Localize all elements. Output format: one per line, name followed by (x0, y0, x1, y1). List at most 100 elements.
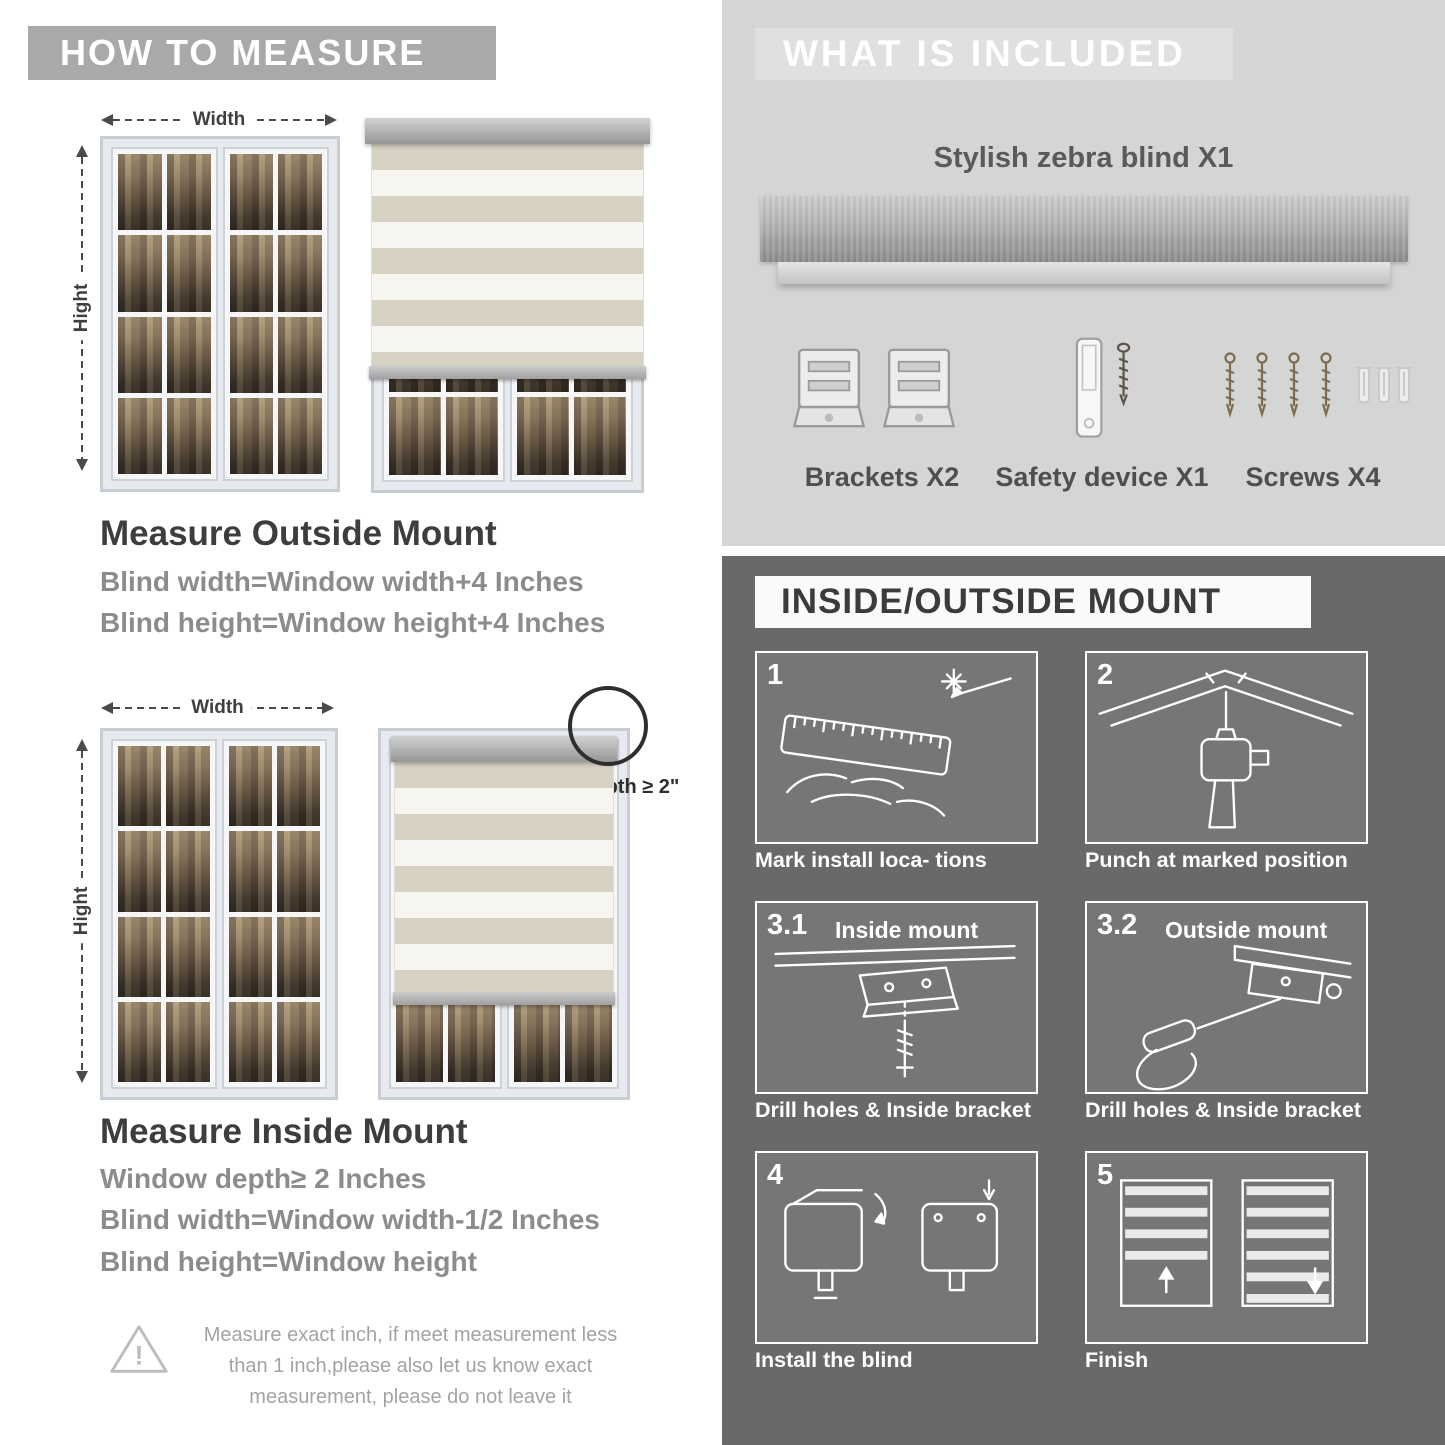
window-pane (513, 1001, 561, 1082)
install-blind-icon (784, 1179, 999, 1300)
window-pane (278, 397, 322, 474)
mount-instructions-section: INSIDE/OUTSIDE MOUNT 1 (722, 556, 1445, 1445)
step-title: Outside mount (1165, 917, 1328, 943)
window-pane (229, 235, 274, 312)
window-illustration (100, 136, 340, 492)
window-pane (166, 316, 211, 393)
measure-warning: ! Measure exact inch, if meet measuremen… (108, 1320, 633, 1413)
window-pane (229, 154, 274, 231)
mount-title: INSIDE/OUTSIDE MOUNT (781, 582, 1222, 621)
width-label: Width (183, 697, 252, 719)
window-pane (118, 154, 162, 231)
window-pane (166, 916, 210, 997)
blind-stripes (394, 762, 614, 992)
window-pane (166, 154, 211, 231)
step-number: 2 (1097, 659, 1114, 691)
mount-header: INSIDE/OUTSIDE MOUNT (755, 576, 1311, 628)
warning-icon: ! (110, 1325, 168, 1373)
screws-icon (1224, 352, 1412, 418)
measure-note-text: Measure exact inch, if meet measurement … (203, 1324, 618, 1408)
step-panel-2: 2 (1085, 651, 1368, 844)
how-to-measure-header: HOW TO MEASURE (28, 26, 496, 80)
depth-callout-circle (568, 686, 648, 766)
brackets-illustration (792, 340, 956, 436)
inside-formula-width: Blind width=Window width-1/2 Inches (100, 1204, 600, 1235)
zebra-blind-cassette-underbar (778, 262, 1390, 284)
window-pane (228, 1001, 272, 1082)
bracket-icon (882, 348, 956, 428)
window-pane (276, 1001, 320, 1082)
window-pane (118, 235, 162, 312)
step-panel-3-1: 3.1 Inside mount (755, 901, 1038, 1094)
window-pane (276, 831, 320, 912)
window-pane (278, 235, 322, 312)
how-to-measure-title: HOW TO MEASURE (60, 32, 426, 73)
window-pane (118, 397, 162, 474)
window-pane (278, 154, 322, 231)
step-number: 4 (767, 1159, 784, 1191)
zebra-blind-cassette-illustration (760, 196, 1408, 262)
height-label: Hight (71, 275, 93, 341)
safety-device-icon (1075, 337, 1131, 438)
width-dimension-arrow: Width (100, 697, 335, 719)
step-title: Inside mount (835, 917, 979, 943)
height-label: Hight (71, 878, 93, 944)
window-pane (276, 916, 320, 997)
step-panel-1: 1 (755, 651, 1038, 844)
window-pane (166, 831, 210, 912)
outside-mount-figure: Width Hight (70, 100, 670, 500)
inside-bracket-icon (774, 944, 1016, 1078)
h-arrow-icon (101, 702, 334, 714)
window-pane (565, 1001, 612, 1082)
window-pane (396, 1001, 443, 1082)
window-pane (389, 396, 441, 475)
inside-mount-title: Measure Inside Mount (100, 1112, 468, 1151)
window-sash (111, 147, 218, 481)
brackets-label: Brackets X2 (804, 462, 960, 492)
what-is-included-header: WHAT IS INCLUDED (755, 28, 1233, 80)
blind-cassette (365, 118, 650, 144)
window-sash (111, 739, 217, 1089)
blind-stripes (371, 144, 644, 366)
inside-formula-height: Blind height=Window height (100, 1246, 477, 1277)
screws-label: Screws X4 (1245, 462, 1381, 492)
window-pane (517, 396, 569, 475)
step-number: 5 (1097, 1159, 1114, 1191)
step-panel-5: 5 (1085, 1151, 1368, 1344)
outside-formula-height: Blind height=Window height+4 Inches (100, 607, 606, 638)
width-dimension-arrow: Width (100, 109, 338, 131)
safety-device-label: Safety device X1 (995, 462, 1209, 492)
what-is-included-section: WHAT IS INCLUDED Stylish zebra blind X1 (722, 0, 1445, 546)
window-pane (228, 746, 272, 827)
window-pane (118, 831, 162, 912)
window-pane (166, 746, 210, 827)
window-pane (118, 916, 162, 997)
outside-formula-width: Blind width=Window width+4 Inches (100, 566, 584, 597)
bracket-icon (792, 348, 866, 428)
outside-bracket-icon (1136, 944, 1352, 1091)
window-illustration (100, 728, 338, 1100)
window-pane (446, 396, 498, 475)
step-number: 3.2 (1097, 909, 1138, 941)
height-dimension-arrow: Hight (71, 738, 93, 1084)
height-dimension-arrow: Hight (71, 144, 93, 472)
window-pane (118, 316, 162, 393)
step-panel-4: 4 (755, 1151, 1038, 1344)
step-caption-1: Mark install loca- tions (755, 848, 987, 872)
what-is-included-title: WHAT IS INCLUDED (783, 33, 1186, 74)
window-pane (278, 316, 322, 393)
window-pane (118, 1001, 162, 1082)
step-caption-4: Install the blind (755, 1348, 913, 1372)
outside-mount-title: Measure Outside Mount (100, 514, 497, 553)
inside-formula-depth: Window depth≥ 2 Inches (100, 1163, 427, 1194)
inside-mount-figure: Width Hight (70, 686, 679, 1110)
warning-exclamation: ! (134, 1340, 143, 1371)
blind-bottom-rail (393, 992, 615, 1005)
h-arrow-icon (101, 114, 337, 126)
step-caption-3-1: Drill holes & Inside bracket (755, 1098, 1032, 1122)
window-pane (118, 746, 162, 827)
zebra-blind-label: Stylish zebra blind X1 (933, 142, 1234, 174)
window-pane (229, 316, 274, 393)
window-pane (166, 235, 211, 312)
window-pane (229, 397, 274, 474)
